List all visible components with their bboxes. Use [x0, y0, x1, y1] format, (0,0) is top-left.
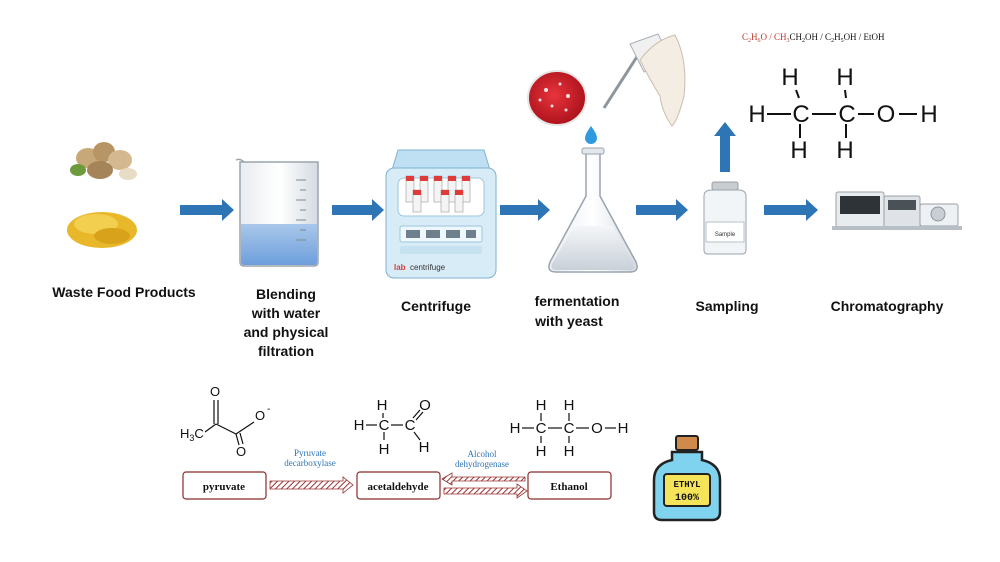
centrifuge-brand-text: lab	[394, 263, 406, 272]
waste-food-illustration	[67, 142, 137, 248]
bottle-label-line1: ETHYL	[673, 480, 700, 490]
svg-text:O: O	[255, 408, 265, 423]
label-fermentation-2: with yeast	[534, 313, 603, 329]
ethanol-structure-large: H H H C C O H H H	[748, 64, 937, 164]
petri-dish-icon	[527, 70, 587, 126]
ethanol-structure-small: H H H C C O H H H	[510, 397, 629, 460]
enzyme1-line1: Pyruvate	[294, 448, 326, 458]
pathway-arrow-1-icon	[269, 476, 354, 494]
bottle-label-line2: 100%	[675, 493, 699, 504]
acetaldehyde-label: acetaldehyde	[367, 481, 428, 493]
atom-o: O	[877, 101, 896, 128]
erlenmeyer-flask-icon	[548, 147, 638, 273]
beaker-icon	[235, 158, 319, 267]
atom-h: H	[748, 101, 765, 128]
svg-text:O: O	[236, 444, 246, 459]
atom-h: H	[836, 137, 853, 164]
label-centrifuge: Centrifuge	[401, 298, 471, 314]
arrow-2-icon	[332, 199, 384, 221]
arrow-1-icon	[180, 199, 234, 221]
svg-text:C: C	[379, 417, 390, 434]
svg-text:H3C: H3C	[180, 426, 204, 443]
acetaldehyde-structure: H H C C H O H	[354, 397, 431, 458]
svg-text:O: O	[591, 420, 603, 437]
label-fermentation-1: fermentation	[535, 293, 620, 309]
step-labels: Waste Food Products Blending with water …	[52, 284, 943, 359]
corn-kernels-icon	[67, 212, 137, 248]
svg-text:O: O	[210, 384, 220, 399]
svg-text:H: H	[510, 420, 521, 437]
svg-text:C: C	[564, 420, 575, 437]
svg-text:C: C	[536, 420, 547, 437]
svg-text:H: H	[536, 443, 547, 460]
label-waste-food: Waste Food Products	[52, 284, 196, 300]
svg-text:H: H	[536, 397, 547, 414]
ethanol-box	[527, 471, 612, 500]
sample-vial-icon: Sample	[703, 181, 747, 255]
svg-text:H: H	[564, 443, 575, 460]
ethanol-label: Ethanol	[550, 481, 587, 493]
label-sampling: Sampling	[695, 298, 758, 314]
vial-label-text: Sample	[715, 232, 736, 238]
svg-text:H: H	[419, 439, 430, 456]
svg-text:C: C	[405, 417, 416, 434]
svg-text:H: H	[618, 420, 629, 437]
arrow-3-icon	[500, 199, 550, 221]
label-blending-1: Blending	[256, 286, 316, 302]
atom-h: H	[781, 64, 798, 91]
pyruvate-label: pyruvate	[203, 481, 245, 493]
pathway-arrow-2b-icon	[443, 483, 528, 499]
enzyme-labels: Pyruvate decarboxylase Alcohol dehydroge…	[284, 448, 509, 469]
pyruvate-structure: H3C O O O -	[180, 384, 270, 459]
pathway-arrows	[269, 472, 528, 499]
atom-h: H	[836, 64, 853, 91]
chromatograph-icon	[832, 191, 962, 230]
flow-arrows	[180, 122, 818, 221]
svg-text:H: H	[379, 441, 390, 458]
atom-c: C	[792, 101, 809, 128]
svg-text:H: H	[377, 397, 388, 414]
atom-c: C	[838, 101, 855, 128]
label-blending-2: with water	[251, 305, 321, 321]
bonds	[767, 89, 917, 138]
ethanol-formula-line: C2H6O / CH3CH2OH / C2H5OH / EtOH	[742, 32, 885, 44]
arrow-4-icon	[636, 199, 688, 221]
pathway-boxes: pyruvate acetaldehyde Ethanol	[182, 471, 612, 500]
ethyl-bottle-icon: ETHYL 100%	[652, 435, 722, 522]
enzyme1-line2: decarboxylase	[284, 458, 335, 468]
arrow-5-icon	[764, 199, 818, 221]
svg-text:O: O	[419, 397, 431, 414]
pyruvate-box	[182, 471, 267, 500]
acetaldehyde-box	[356, 471, 441, 500]
enzyme2-line2: dehydrogenase	[455, 459, 509, 469]
pathway-arrow-2a-icon	[441, 472, 526, 486]
centrifuge-icon: lab centrifuge	[385, 149, 497, 279]
svg-text:H: H	[564, 397, 575, 414]
pipette-hand-icon	[602, 33, 686, 127]
arrow-up-icon	[714, 122, 736, 172]
atom-h: H	[920, 101, 937, 128]
centrifuge-word-text: centrifuge	[410, 263, 446, 272]
label-blending-4: filtration	[258, 343, 314, 359]
label-blending-3: and physical	[244, 324, 329, 340]
tuber-vegetables-icon	[70, 142, 137, 180]
enzyme2-line1: Alcohol	[468, 449, 497, 459]
svg-text:-: -	[267, 404, 270, 415]
svg-text:H: H	[354, 417, 365, 434]
label-chromatography: Chromatography	[831, 298, 944, 314]
atom-h: H	[790, 137, 807, 164]
droplet-icon	[585, 126, 597, 144]
